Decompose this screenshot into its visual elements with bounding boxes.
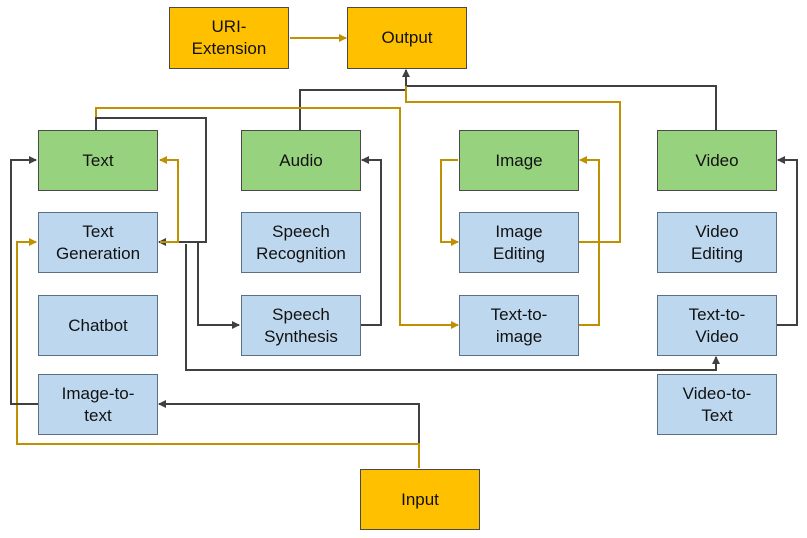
arrow-input-to-textgeneration bbox=[16, 238, 420, 468]
arrow-imagetotext-to-text bbox=[10, 156, 38, 405]
image-to-text-box: Image-to- text bbox=[38, 374, 158, 435]
text-to-image-box: Text-to- image bbox=[459, 295, 579, 356]
audio-box: Audio bbox=[241, 130, 361, 191]
text-box: Text bbox=[38, 130, 158, 191]
arrow-texttovideo-to-video bbox=[777, 156, 798, 326]
arrow-image-to-imageediting bbox=[440, 159, 459, 246]
arrow-video-to-output bbox=[406, 85, 717, 130]
input-box: Input bbox=[360, 469, 480, 530]
arrow-text-to-texttoimage bbox=[95, 107, 459, 329]
arrow-textgeneration-to-text bbox=[159, 156, 179, 243]
video-to-text-box: Video-to- Text bbox=[657, 374, 777, 435]
text-to-video-box: Text-to- Video bbox=[657, 295, 777, 356]
video-box: Video bbox=[657, 130, 777, 191]
output-box: Output bbox=[347, 7, 467, 69]
image-box: Image bbox=[459, 130, 579, 191]
image-editing-box: Image Editing bbox=[459, 212, 579, 273]
text-generation-box: Text Generation bbox=[38, 212, 158, 273]
arrow-image-editing-to-output bbox=[405, 86, 621, 243]
arrow-text-to-textgeneration bbox=[95, 117, 207, 246]
chatbot-box: Chatbot bbox=[38, 295, 158, 356]
arrow-textgeneration-to-speechsynthesis bbox=[197, 242, 240, 329]
arrow-audio-to-output bbox=[299, 69, 410, 130]
arrow-texttoimage-to-image bbox=[579, 156, 600, 326]
arrow-textgeneration-to-texttovideo bbox=[185, 244, 720, 371]
speech-recognition-box: Speech Recognition bbox=[241, 212, 361, 273]
video-editing-box: Video Editing bbox=[657, 212, 777, 273]
speech-synthesis-box: Speech Synthesis bbox=[241, 295, 361, 356]
arrow-speechsynthesis-to-audio bbox=[361, 156, 382, 326]
arrow-input-to-imagetotext bbox=[158, 400, 420, 468]
uri-extension-box: URI- Extension bbox=[169, 7, 289, 69]
